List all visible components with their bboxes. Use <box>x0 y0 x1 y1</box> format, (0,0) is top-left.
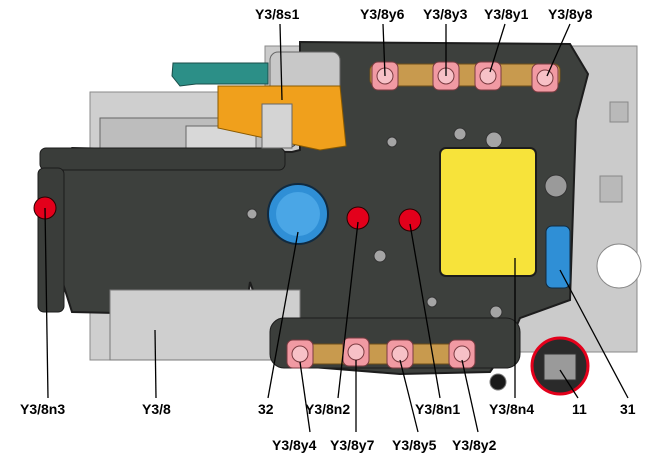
solenoid-group <box>286 61 559 369</box>
bottom-connector-strip <box>294 343 474 365</box>
leader-lines <box>44 23 629 433</box>
connector-11 <box>530 336 590 396</box>
label-y3-8y2: Y3/8y2 <box>452 437 497 453</box>
blue-sensor-32 <box>267 183 329 245</box>
label-31: 31 <box>620 401 636 417</box>
label-y3-8y7: Y3/8y7 <box>330 437 375 453</box>
label-y3-8y6: Y3/8y6 <box>360 6 405 22</box>
label-y3-8: Y3/8 <box>142 401 171 417</box>
label-y3-8y3: Y3/8y3 <box>423 6 468 22</box>
label-y3-8n1: Y3/8n1 <box>415 401 460 417</box>
solenoid-y3-8y1 <box>474 61 502 91</box>
solenoid-y3-8y4 <box>286 339 314 369</box>
label-y3-8n4: Y3/8n4 <box>489 401 534 417</box>
label-y3-8y5: Y3/8y5 <box>392 437 437 453</box>
solenoid-y3-8y5 <box>386 339 414 369</box>
label-y3-8s1: Y3/8s1 <box>255 6 300 22</box>
red-sensor-y3-8n1 <box>398 208 422 232</box>
label-y3-8y4: Y3/8y4 <box>272 437 317 453</box>
red-sensor-y3-8n2 <box>346 206 370 230</box>
top-connector-strip <box>369 63 561 87</box>
label-y3-8y1: Y3/8y1 <box>484 6 529 22</box>
blue-sensor-31 <box>545 225 571 289</box>
position-sensor-y3-8s1 <box>217 51 347 151</box>
solenoid-y3-8y2 <box>448 339 476 369</box>
label-y3-8n2: Y3/8n2 <box>305 401 350 417</box>
yellow-module-y3-8n4 <box>439 147 537 277</box>
label-y3-8y8: Y3/8y8 <box>548 6 593 22</box>
solenoid-y3-8y8 <box>531 63 559 93</box>
label-y3-8n3: Y3/8n3 <box>20 401 65 417</box>
label-11: 11 <box>572 401 587 417</box>
label-32: 32 <box>258 401 274 417</box>
teal-tab <box>171 62 269 87</box>
